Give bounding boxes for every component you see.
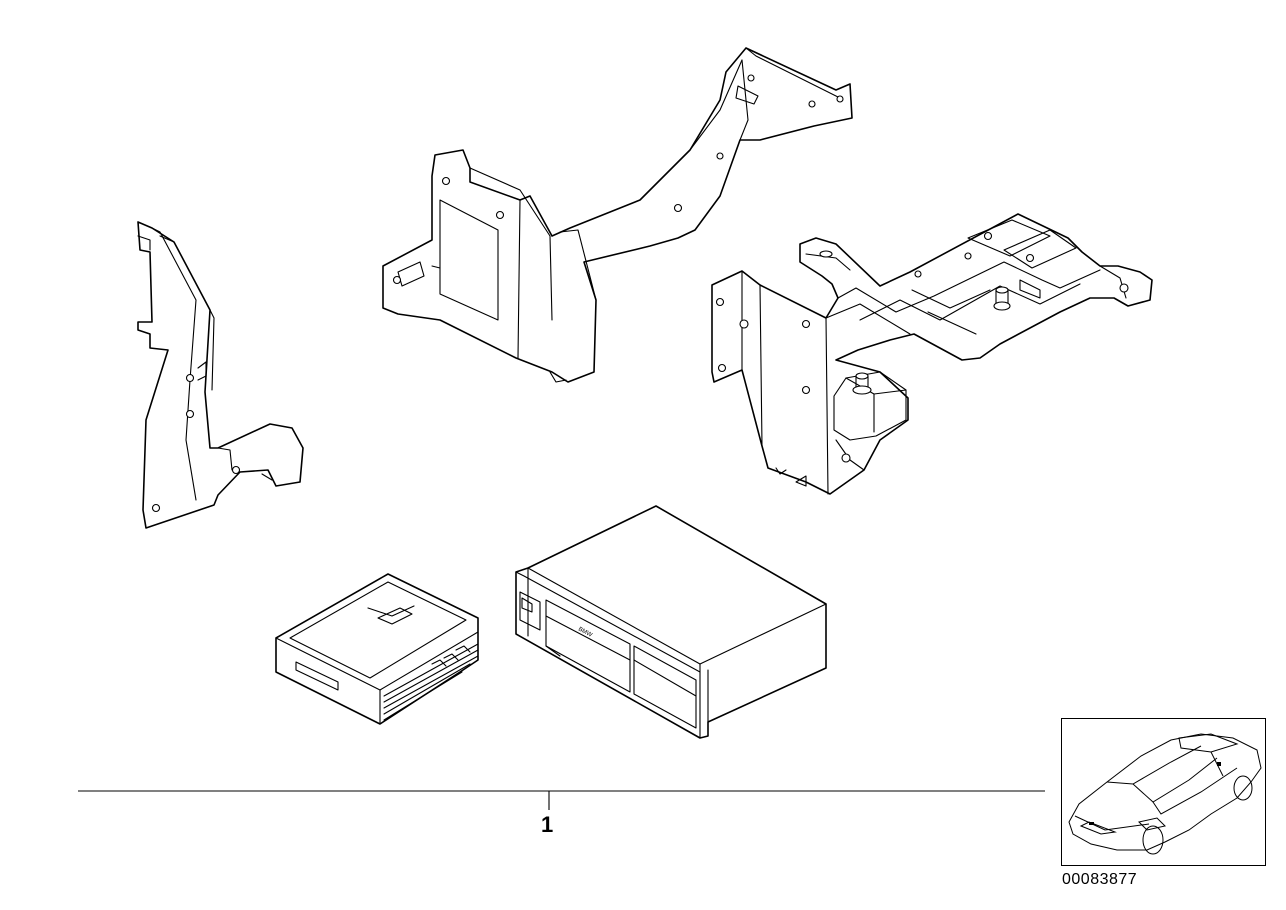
callout-leader xyxy=(78,790,1045,810)
cd-magazine[interactable] xyxy=(275,573,479,725)
car-location-icon xyxy=(1068,733,1262,855)
thumbnail-frame xyxy=(1061,718,1266,866)
bracket-long-center[interactable] xyxy=(382,47,853,383)
bracket-right-assembly[interactable] xyxy=(711,213,1153,495)
bracket-left[interactable] xyxy=(137,221,304,529)
diagram-id: 00083877 xyxy=(1062,871,1138,888)
cd-changer-unit[interactable]: BMW xyxy=(515,505,827,739)
callout-number[interactable]: 1 xyxy=(541,812,554,837)
